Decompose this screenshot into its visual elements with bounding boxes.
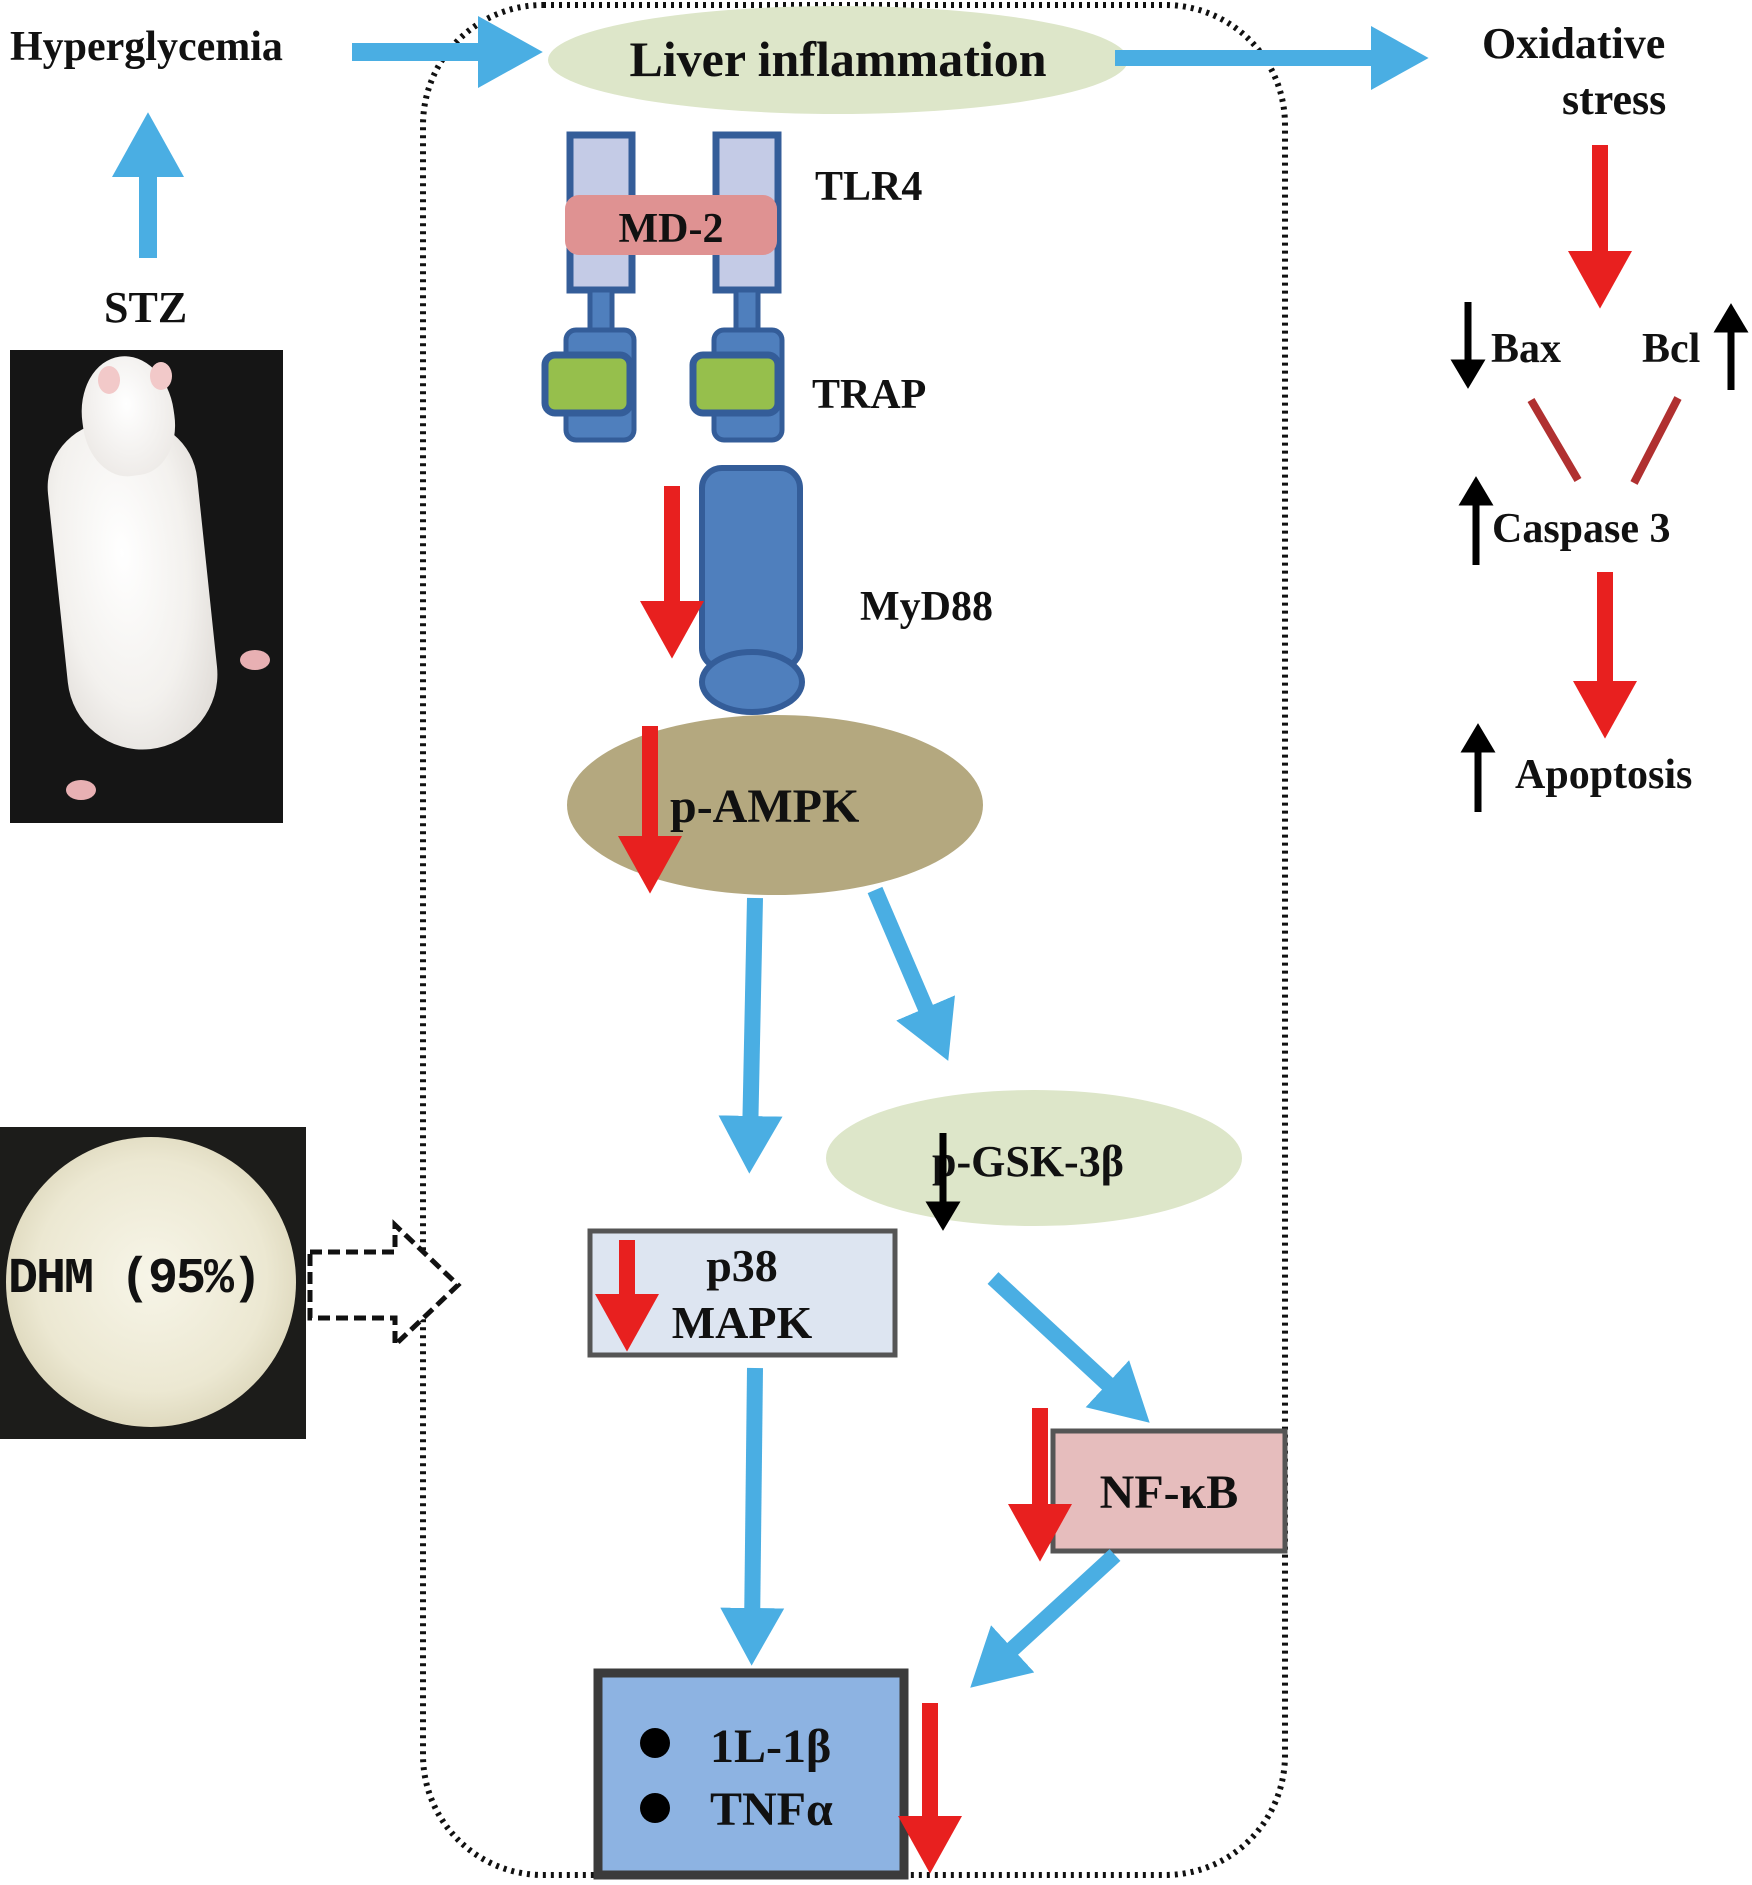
il1b-label: 1L-1β	[710, 1720, 831, 1773]
rat-ear-left	[98, 366, 120, 394]
cytokines-box	[593, 1668, 909, 1880]
hyperglycemia-label: Hyperglycemia	[10, 24, 283, 70]
trap-left-green	[541, 351, 634, 417]
stz-label: STZ	[104, 283, 187, 332]
bax-inhibit-line	[1527, 397, 1582, 483]
p38-label: p38	[706, 1240, 778, 1291]
il1b-bullet	[640, 1728, 670, 1758]
md2-box	[565, 195, 777, 255]
bax-label: Bax	[1491, 326, 1561, 372]
liver-inflammation-ellipse	[548, 6, 1128, 114]
oxidative-label-line2: stress	[1562, 75, 1666, 124]
tlr4-left-stalk	[587, 287, 615, 333]
myd88-body	[699, 465, 803, 671]
rat-ear-right	[150, 362, 172, 390]
dhm-label: DHM (95%)	[8, 1251, 262, 1308]
rat-paw-right	[240, 650, 270, 670]
ampk-to-p38-arrow	[718, 897, 783, 1174]
p-gsk-label: p-GSK-3β	[932, 1137, 1124, 1186]
trap-label: TRAP	[812, 372, 926, 418]
trap-adaptor	[541, 327, 785, 443]
md2-label: MD-2	[619, 206, 724, 252]
tnfa-label: TNFα	[710, 1783, 833, 1836]
caspase-label: Caspase 3	[1492, 506, 1671, 552]
apoptosis-label: Apoptosis	[1515, 752, 1692, 798]
bcl-inhibit-line	[1630, 396, 1682, 485]
myd88-label: MyD88	[860, 584, 993, 630]
nfkb-box	[1050, 1428, 1288, 1554]
nfkb-label: NF-κB	[1100, 1466, 1239, 1519]
tlr4-label: TLR4	[815, 164, 922, 210]
petri-dish	[6, 1137, 296, 1427]
dhm-photo: DHM (95%)	[0, 1127, 306, 1439]
p-ampk-label: p-AMPK	[670, 780, 859, 833]
mapk-label: MAPK	[672, 1297, 813, 1348]
dhm-treatment-arrow	[307, 1219, 462, 1351]
rat-photo	[10, 350, 283, 823]
trap-right-green	[689, 351, 782, 417]
oxidative-label-line1: Oxidative	[1482, 19, 1665, 68]
cell-boundary	[420, 2, 1288, 1878]
bcl-label: Bcl	[1642, 326, 1700, 372]
tlr4-right-stalk	[733, 287, 761, 333]
gsk-to-nfkb-arrow	[987, 1272, 1150, 1423]
myd88-protein	[699, 465, 805, 715]
tnfa-bullet	[640, 1793, 670, 1823]
myd88-base	[699, 649, 805, 715]
rat-paw-left	[66, 780, 96, 800]
liver-inflammation-label: Liver inflammation	[629, 31, 1046, 87]
nfkb-to-cytokines-arrow	[970, 1549, 1121, 1688]
p-gsk-ellipse	[826, 1090, 1242, 1226]
ampk-to-gsk-arrow	[867, 886, 955, 1061]
p38-to-cytokines-arrow	[720, 1367, 785, 1666]
